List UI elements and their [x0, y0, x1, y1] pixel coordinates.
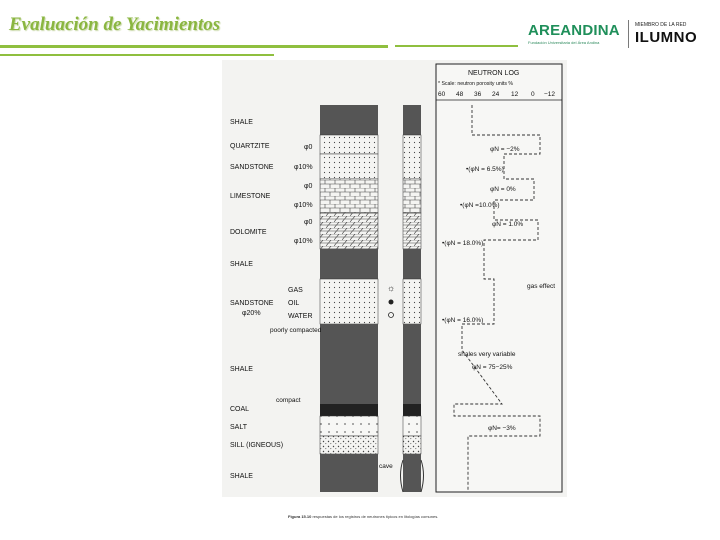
- neutron-log-figure: ☼ SHALE QUARTZITE SANDSTONE LIMESTONE DO…: [222, 60, 567, 497]
- brand-name: AREANDINA: [528, 22, 620, 39]
- tick-0: 0: [531, 91, 535, 98]
- porosity-labels: φ0 φ10% φ0 φ10% φ0 φ10%: [294, 144, 313, 245]
- tick-12: 12: [511, 91, 519, 98]
- borehole-column: [400, 105, 424, 493]
- label-coal: COAL: [230, 406, 249, 413]
- porosity-quartzite: φ0: [304, 144, 313, 151]
- label-limestone: LIMESTONE: [230, 193, 271, 200]
- tick-60: 60: [438, 91, 446, 98]
- title-underline-short: [0, 54, 274, 56]
- neutron-log-track: NEUTRON LOG * Scale: neutron porosity un…: [435, 63, 563, 493]
- label-dolomite: DOLOMITE: [230, 229, 267, 236]
- label-sandstone-porosity: φ20%: [242, 310, 261, 317]
- log-scale-note: * Scale: neutron porosity units %: [438, 81, 513, 87]
- tick-48: 48: [456, 91, 464, 98]
- header-divider: [395, 45, 518, 47]
- figure-caption: Figura 15.10 respuestas de los registros…: [288, 514, 438, 519]
- reading-dolomite-10: •(φN = 18.0%): [442, 240, 483, 247]
- porosity-dolomite-10: φ10%: [294, 238, 313, 245]
- tick-minus-12: −12: [544, 91, 555, 98]
- reading-limestone-10: •(φN =10.0%): [460, 202, 500, 209]
- reading-limestone-0: φN = 0%: [490, 186, 516, 193]
- label-shale-1: SHALE: [230, 119, 253, 126]
- member-text: MIEMBRO DE LA RED: [635, 22, 687, 28]
- reading-dolomite-0: φN = 1.0%: [492, 221, 523, 228]
- reading-salt: φN= −3%: [488, 425, 516, 432]
- porosity-limestone-10: φ10%: [294, 202, 313, 209]
- title-underline: [0, 45, 388, 48]
- areandina-logo: AREANDINA Fundación Universitaria del Ár…: [528, 18, 718, 54]
- network-name: ILUMNO: [635, 29, 698, 46]
- reading-sandstone: •(φN = 6.5%): [466, 166, 504, 173]
- label-shale-3: SHALE: [230, 366, 253, 373]
- gas-symbol-icon: ☼: [387, 283, 395, 293]
- reading-shales: φN = 75−25%: [472, 364, 513, 371]
- tick-24: 24: [492, 91, 500, 98]
- fluid-water: WATER: [288, 313, 313, 320]
- reading-quartzite: φN = −2%: [490, 146, 520, 153]
- note-cave: cave: [379, 463, 393, 470]
- water-symbol-icon: [388, 312, 394, 318]
- log-readings: φN = −2% •(φN = 6.5%) φN = 0% •(φN =10.0…: [442, 146, 555, 432]
- tick-36: 36: [474, 91, 482, 98]
- porosity-limestone-0: φ0: [304, 183, 313, 190]
- label-sill: SILL (IGNEOUS): [230, 442, 283, 449]
- caption-text: respuestas de los registros de neutrones…: [312, 514, 439, 519]
- caption-label: Figura 15.10: [288, 514, 312, 519]
- label-sandstone-1: SANDSTONE: [230, 164, 274, 171]
- porosity-dolomite-0: φ0: [304, 219, 313, 226]
- note-compact: compact: [276, 397, 301, 404]
- page-title: Evaluación de Yacimientos: [9, 14, 221, 35]
- brand-subtitle: Fundación Universitaria del Área Andina: [528, 40, 600, 45]
- reading-sandstone-water: •(φN = 16.0%): [442, 317, 483, 324]
- log-scale-ticks: 60 48 36 24 12 0 −12: [438, 91, 555, 98]
- label-shale-2: SHALE: [230, 261, 253, 268]
- fluid-gas: GAS: [288, 287, 303, 294]
- label-salt: SALT: [230, 424, 248, 431]
- note-shales-variable: shales very variable: [458, 351, 516, 358]
- neutron-log-diagram: ☼ SHALE QUARTZITE SANDSTONE LIMESTONE DO…: [230, 63, 563, 493]
- note-gas-effect: gas effect: [527, 283, 555, 290]
- logo-separator: [628, 20, 629, 48]
- label-sandstone-2: SANDSTONE: [230, 300, 274, 307]
- label-quartzite: QUARTZITE: [230, 143, 270, 150]
- note-poorly-compacted: poorly compacted: [270, 327, 322, 334]
- log-title: NEUTRON LOG: [468, 70, 519, 77]
- lithology-labels: SHALE QUARTZITE SANDSTONE LIMESTONE DOLO…: [230, 119, 283, 480]
- label-shale-4: SHALE: [230, 473, 253, 480]
- porosity-sandstone: φ10%: [294, 164, 313, 171]
- fluid-oil: OIL: [288, 300, 299, 307]
- oil-symbol-icon: [388, 299, 394, 305]
- lithology-column: [319, 105, 379, 492]
